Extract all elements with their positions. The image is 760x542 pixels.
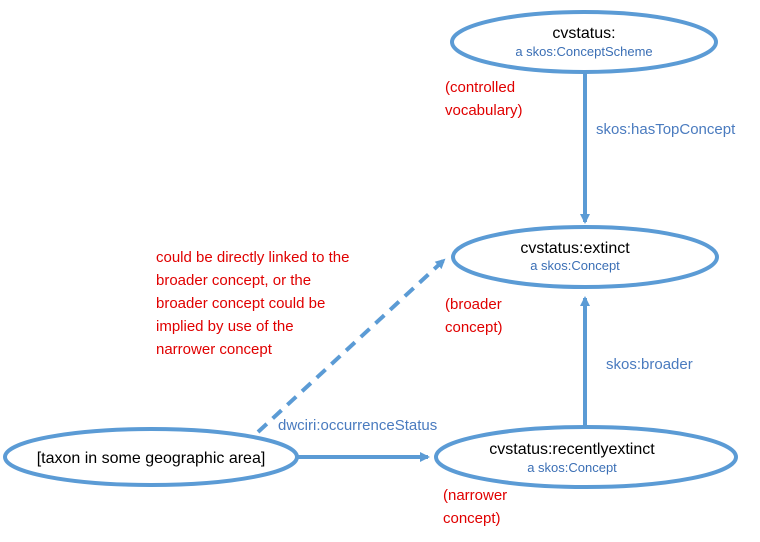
- direct-link-line: could be directly linked to the: [156, 249, 349, 266]
- extinct-concept-subtitle: a skos:Concept: [530, 258, 620, 273]
- direct-link-line: broader concept could be: [156, 295, 325, 312]
- direct-link-line: broader concept, or the: [156, 272, 311, 289]
- controlled-vocabulary-line: vocabulary): [445, 102, 523, 119]
- narrower-concept-line: (narrower: [443, 487, 507, 504]
- controlled-vocabulary-note: (controlled vocabulary): [445, 79, 523, 119]
- concept-scheme-node: cvstatus: a skos:ConceptScheme: [450, 10, 718, 74]
- concept-scheme-title: cvstatus:: [552, 25, 615, 42]
- has-top-concept-label: skos:hasTopConcept: [596, 121, 736, 138]
- controlled-vocabulary-line: (controlled: [445, 79, 515, 96]
- broader-concept-line: concept): [445, 319, 503, 336]
- concept-scheme-subtitle: a skos:ConceptScheme: [515, 44, 652, 59]
- recently-extinct-concept-node: cvstatus:recentlyextinct a skos:Concept: [434, 425, 738, 489]
- direct-link-note: could be directly linked to the broader …: [156, 249, 349, 358]
- direct-link-line: narrower concept: [156, 341, 273, 358]
- broader-concept-line: (broader: [445, 296, 502, 313]
- narrower-concept-note: (narrower concept): [443, 487, 507, 527]
- taxon-node-title: [taxon in some geographic area]: [37, 450, 266, 467]
- taxon-node: [taxon in some geographic area]: [3, 427, 299, 487]
- recently-extinct-concept-subtitle: a skos:Concept: [527, 460, 617, 475]
- direct-link-line: implied by use of the: [156, 318, 294, 335]
- direct-link-dashed-arrow: [256, 258, 446, 434]
- extinct-concept-title: cvstatus:extinct: [520, 240, 630, 257]
- occurrence-status-label: dwciri:occurrenceStatus: [278, 417, 437, 434]
- broader-label: skos:broader: [606, 356, 693, 373]
- recently-extinct-concept-title: cvstatus:recentlyextinct: [489, 441, 655, 458]
- narrower-concept-line: concept): [443, 510, 501, 527]
- broader-concept-note: (broader concept): [445, 296, 503, 336]
- extinct-concept-node: cvstatus:extinct a skos:Concept: [451, 225, 719, 289]
